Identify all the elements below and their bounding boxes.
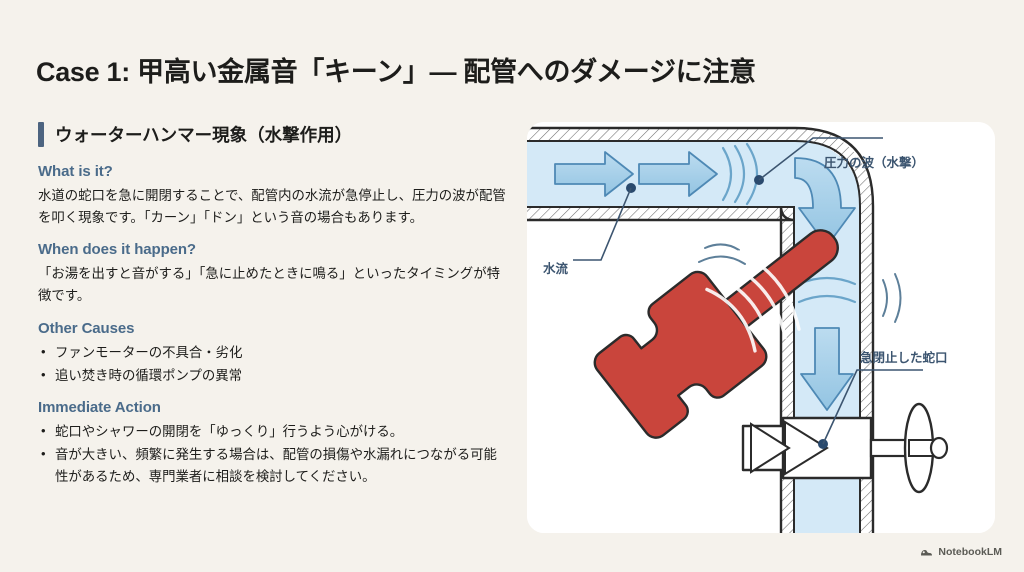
accent-bar [38, 122, 44, 147]
label-pressure-wave: 圧力の波（水撃） [824, 156, 925, 170]
label-water-flow: 水流 [543, 262, 569, 276]
notebooklm-badge: NotebookLM [920, 546, 1002, 558]
panel-heading-label: ウォーターハンマー現象（水撃作用） [55, 125, 353, 145]
diagram-card [527, 122, 995, 533]
list-item: 蛇口やシャワーの開閉を「ゆっくり」行うよう心がける。 [38, 420, 508, 443]
pressure-wave-arcs-icon [721, 142, 758, 206]
section-label: When does it happen? [38, 241, 196, 259]
hammer-icon [593, 229, 839, 439]
valve-assembly-icon [741, 402, 949, 494]
water-hammer-diagram [527, 122, 995, 533]
list-item: ファンモーターの不具合・劣化 [38, 341, 508, 364]
info-panel: ウォーターハンマー現象（水撃作用） What is it? 水道の蛇口を急に開閉… [38, 122, 508, 500]
elbow-flow-arrow-icon [794, 157, 856, 247]
list-item: 追い焚き時の循環ポンプの異常 [38, 364, 508, 387]
section-body: 水道の蛇口を急に開閉することで、配管内の水流が急停止し、圧力の波が配管を叩く現象… [38, 188, 506, 225]
notebooklm-logo-icon [921, 549, 933, 555]
section-other-causes: Other Causes ファンモーターの不具合・劣化 追い焚き時の循環ポンプの… [38, 320, 508, 386]
leader-line [573, 187, 632, 261]
section-when-does-it-happen: When does it happen? 「お湯を出すと音がする」「急に止めたと… [38, 241, 508, 306]
flow-arrow-icon [638, 151, 718, 197]
section-body: 「お湯を出すと音がする」「急に止めたときに鳴る」といったタイミングが特徴です。 [38, 266, 500, 304]
list-item: 音が大きい、頻繁に発生する場合は、配管の損傷や水漏れにつながる可能性があるため、… [38, 443, 508, 487]
notebooklm-label: NotebookLM [938, 546, 1002, 558]
section-what-is-it: What is it? 水道の蛇口を急に開閉することで、配管内の水流が急停止し、… [38, 163, 508, 228]
sound-wave-icon [882, 273, 902, 323]
page-title: Case 1: 甲高い金属音「キーン」― 配管へのダメージに注意 [36, 57, 756, 87]
section-immediate-action: Immediate Action 蛇口やシャワーの開閉を「ゆっくり」行うよう心が… [38, 399, 508, 487]
flow-arrow-icon [554, 151, 634, 197]
section-label: Other Causes [38, 319, 135, 337]
leader-line [822, 369, 923, 445]
immediate-action-list: 蛇口やシャワーの開閉を「ゆっくり」行うよう心がける。 音が大きい、頻繁に発生する… [38, 420, 508, 487]
panel-heading: ウォーターハンマー現象（水撃作用） [38, 122, 508, 147]
section-label: What is it? [38, 163, 113, 180]
section-label: Immediate Action [38, 399, 161, 417]
vertical-flow-arrow-icon [800, 327, 854, 411]
leader-line [758, 137, 883, 181]
sound-wave-icon [698, 243, 746, 265]
other-causes-list: ファンモーターの不具合・劣化 追い焚き時の循環ポンプの異常 [38, 341, 508, 387]
label-closed-faucet: 急閉止した蛇口 [860, 351, 948, 365]
